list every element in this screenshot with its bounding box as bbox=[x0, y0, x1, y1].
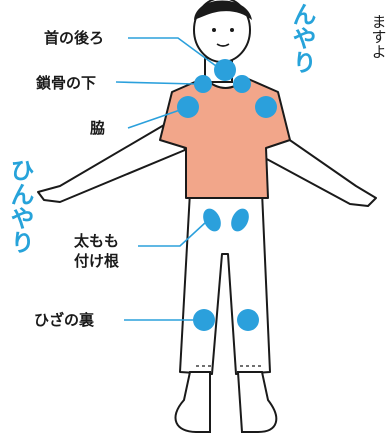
label-collarbone: 鎖骨の下 bbox=[36, 74, 96, 92]
spot-neck bbox=[214, 59, 236, 81]
label-neck-back: 首の後ろ bbox=[44, 29, 104, 47]
label-thigh-line1: 太もも bbox=[74, 232, 119, 250]
side-text-left: ひんやり bbox=[6, 158, 34, 254]
head bbox=[193, 0, 252, 63]
spot-knee-right bbox=[237, 309, 259, 331]
cooling-spots bbox=[177, 59, 277, 331]
side-text-right-edge: ますよ bbox=[369, 14, 388, 59]
label-thigh-line2: 付け根 bbox=[74, 252, 119, 270]
spot-armpit-left bbox=[177, 96, 199, 118]
shirt bbox=[159, 77, 291, 199]
pants bbox=[179, 191, 271, 375]
label-armpit: 脇 bbox=[90, 119, 105, 137]
spot-collarbone-right bbox=[233, 75, 251, 93]
hair bbox=[194, 0, 252, 20]
spot-knee-left bbox=[193, 309, 215, 331]
leader-lines bbox=[115, 37, 217, 321]
left-foot bbox=[174, 371, 211, 433]
right-foot bbox=[236, 371, 278, 433]
label-knee-back: ひざの裏 bbox=[34, 311, 95, 329]
spot-collarbone-left bbox=[194, 75, 212, 93]
spot-thigh-right bbox=[231, 208, 249, 232]
spot-armpit-right bbox=[255, 96, 277, 118]
side-text-right-top: んやり bbox=[288, 2, 316, 74]
spot-thigh-left bbox=[203, 208, 221, 232]
